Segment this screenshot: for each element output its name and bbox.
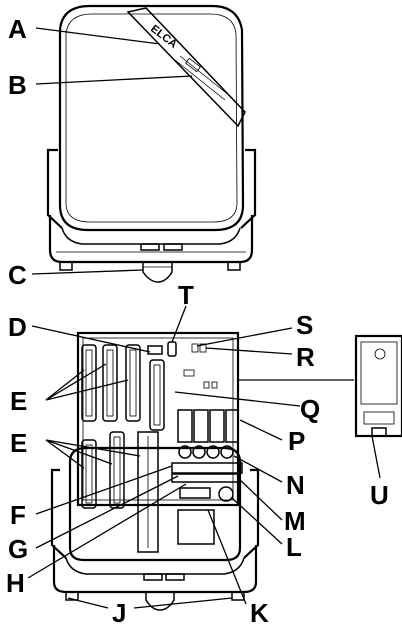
callout-h: H	[6, 568, 25, 598]
callout-e-top: E	[10, 386, 27, 416]
callout-p: P	[288, 426, 305, 456]
callout-g: G	[8, 534, 28, 564]
callout-t: T	[178, 280, 194, 310]
closed-housing-view: ELCA	[46, 4, 257, 283]
callout-d: D	[8, 312, 27, 342]
callout-a: A	[8, 14, 27, 44]
callout-b: B	[8, 70, 27, 100]
callout-j: J	[112, 598, 126, 628]
callout-n: N	[286, 470, 305, 500]
detail-inset	[354, 334, 402, 438]
module-slots	[81, 344, 165, 509]
callout-e-bottom: E	[10, 428, 27, 458]
callout-k: K	[250, 598, 269, 628]
callout-c: C	[8, 260, 27, 290]
leader-lines	[27, 27, 381, 609]
callout-f: F	[10, 500, 26, 530]
callout-l: L	[286, 532, 302, 562]
callout-r: R	[296, 342, 315, 372]
callout-labels: A B C D E E F G H J K L M N P Q R S T U	[6, 14, 389, 628]
callout-q: Q	[300, 394, 320, 424]
callout-s: S	[296, 310, 313, 340]
callout-m: M	[284, 506, 306, 536]
callout-u: U	[370, 480, 389, 510]
